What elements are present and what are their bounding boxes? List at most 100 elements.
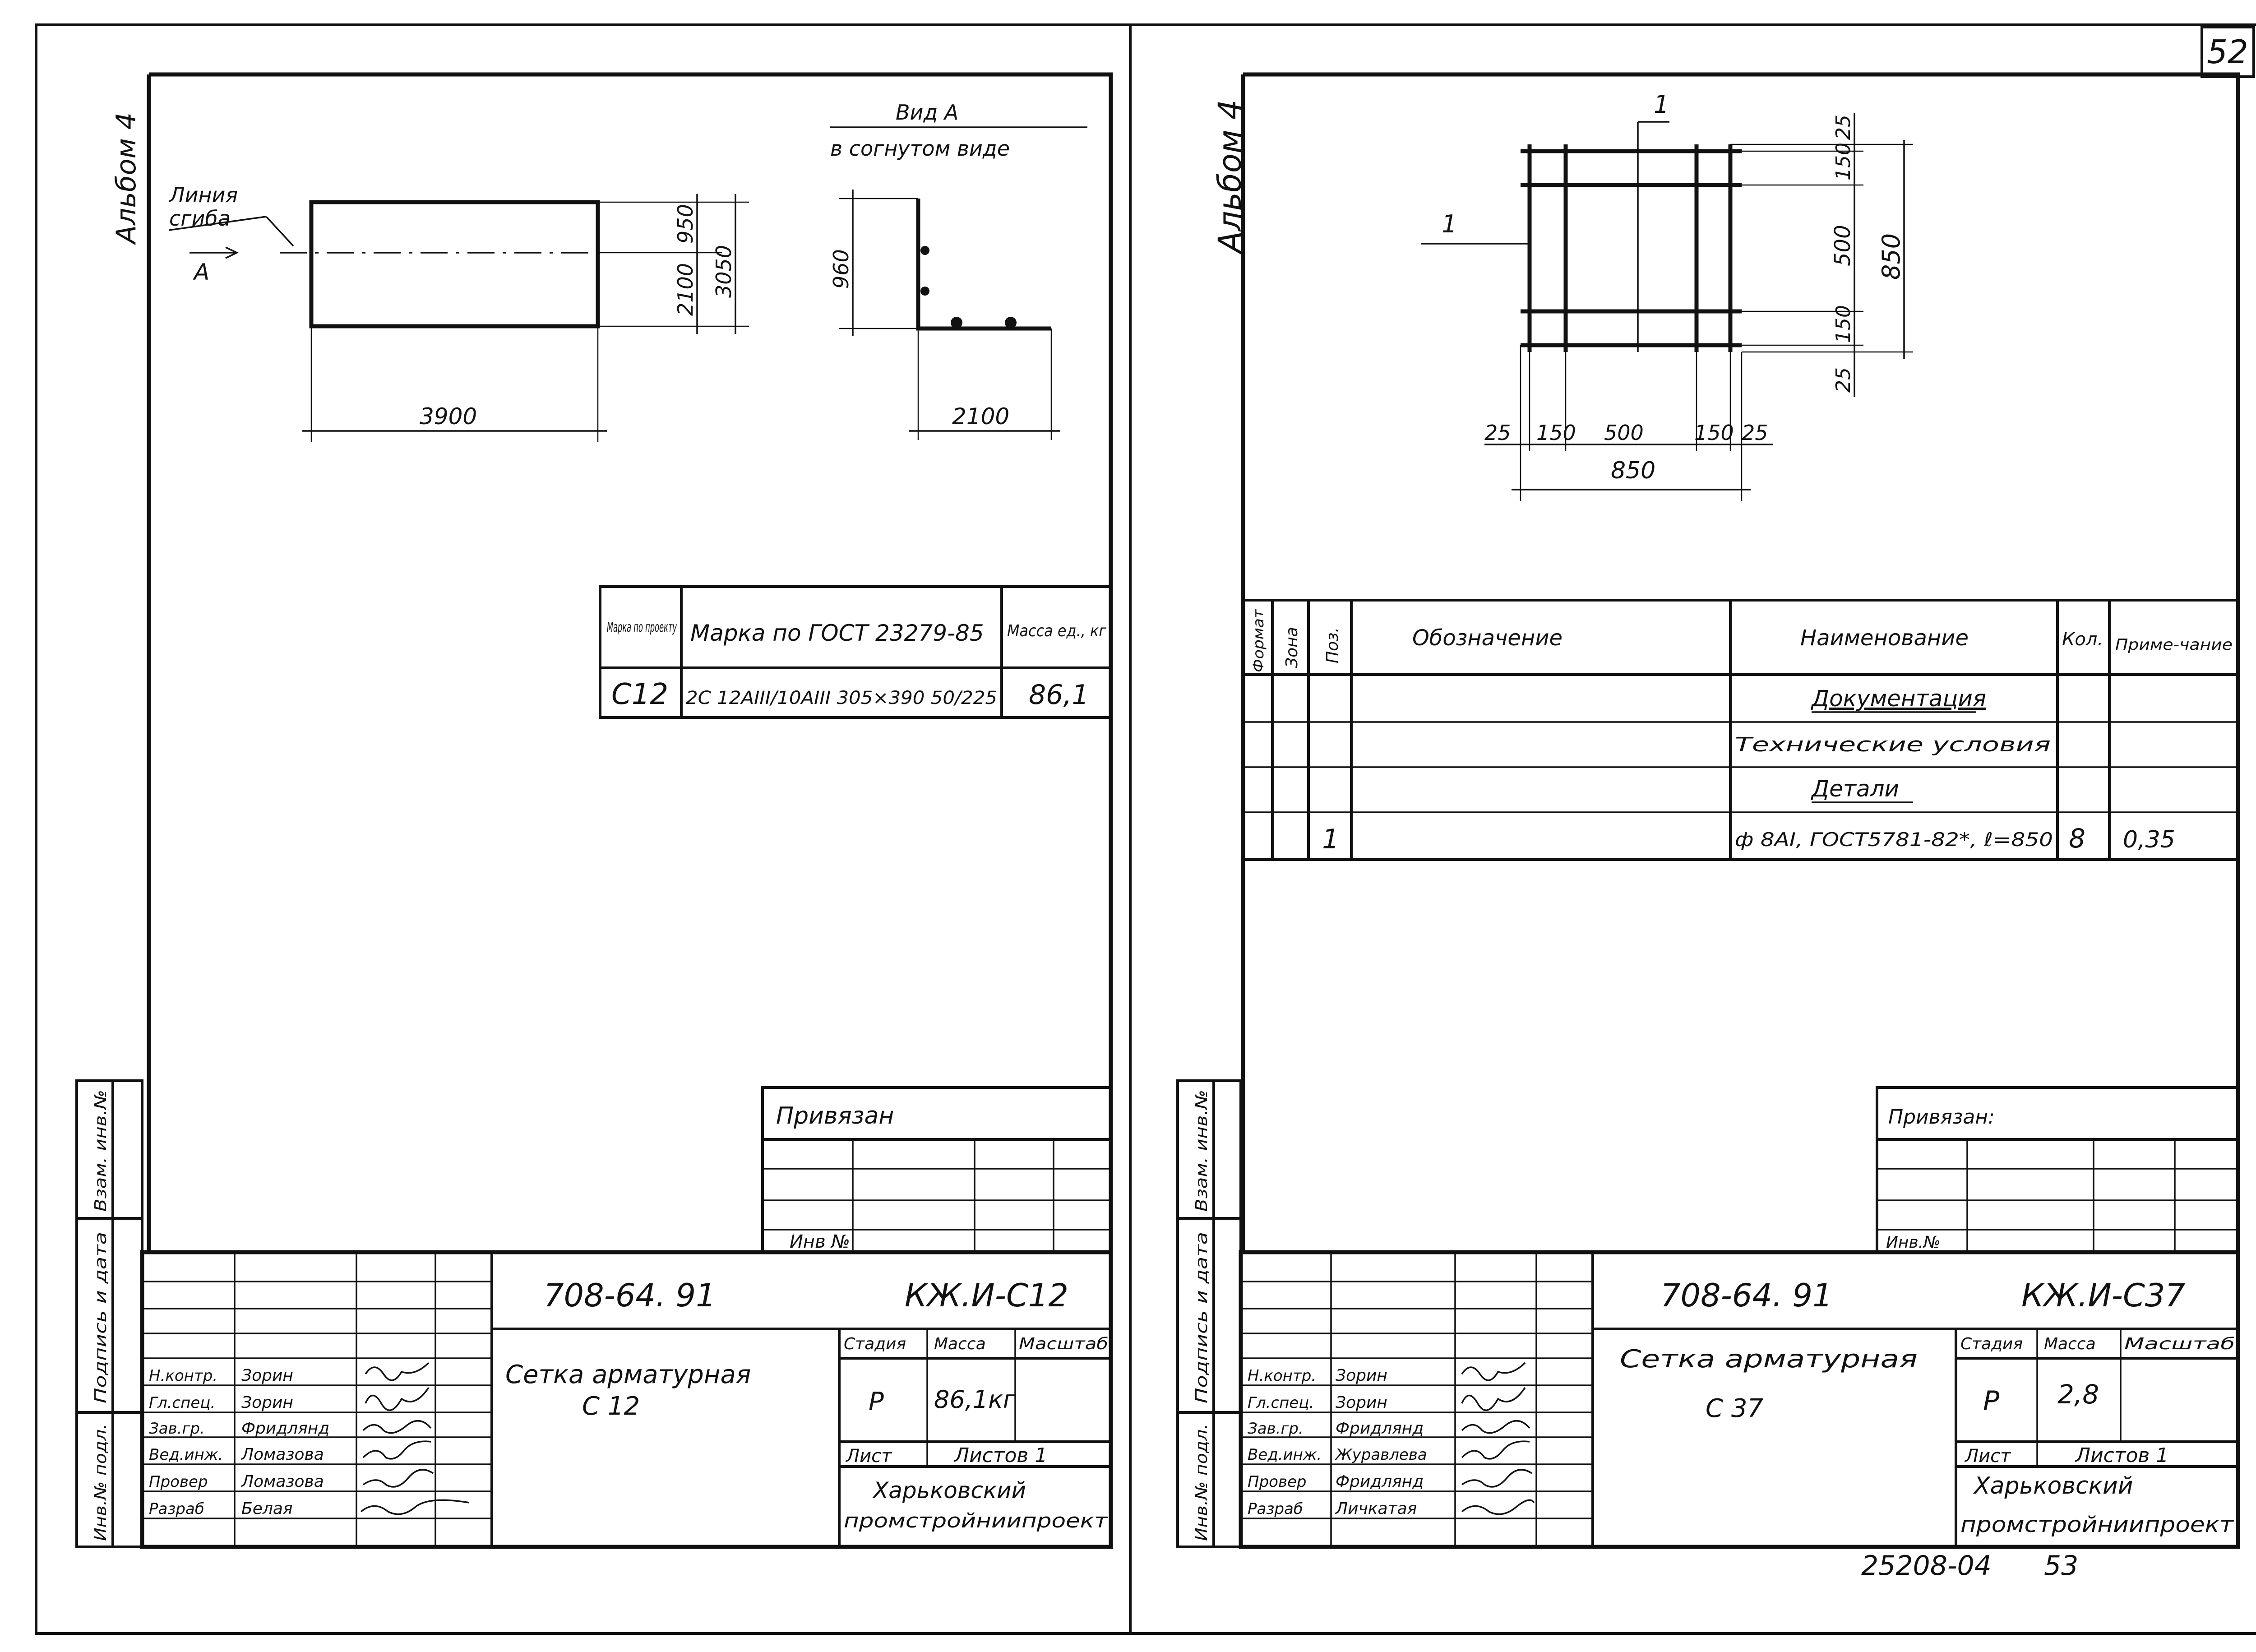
- page-number-box: [2201, 26, 2255, 78]
- left-side-stamp: Взам. инв.№ Подпись и дата Инв.№ подл.: [75, 1079, 143, 1548]
- title-name-2: С 12: [582, 1392, 640, 1421]
- mesh-rectangle: [309, 200, 600, 329]
- spec-h-format: Формат: [1250, 609, 1267, 672]
- attached-inv: Инв №: [790, 1231, 850, 1252]
- bdim-500: 500: [1604, 421, 1644, 445]
- mass-value: 86,1кг: [934, 1385, 1016, 1414]
- left-album-label: Альбом 4: [111, 112, 142, 245]
- rdim-850: 850: [1877, 233, 1905, 280]
- staff-role-3: Зав.гр.: [149, 1420, 205, 1438]
- mark-cell-mass: 86,1: [1029, 679, 1089, 711]
- r-staff-name-1: Зорин: [1336, 1366, 1387, 1385]
- right-sheet: Альбом 4 1 1 25 150 500 150 2: [1176, 72, 2240, 1582]
- r-staff-name-6: Личкатая: [1335, 1499, 1417, 1518]
- bend-leader: [169, 216, 267, 231]
- r-col-stage: Стадия: [1960, 1335, 2023, 1353]
- bend-label-2: сгиба: [169, 206, 231, 231]
- footer-code: 25208-04: [1861, 1550, 1992, 1582]
- r-signature-6: [1461, 1499, 1535, 1515]
- org-line-2: промстройниипроект: [844, 1509, 1109, 1532]
- spec-row4-note: 0,35: [2123, 826, 2175, 853]
- staff-name-5: Ломазова: [240, 1472, 324, 1491]
- title-code: 708-64. 91: [544, 1277, 716, 1314]
- mark-table: Марка по проекту Марка по ГОСТ 23279-85 …: [599, 585, 1112, 719]
- spec-h-pos: Поз.: [1323, 627, 1342, 663]
- spec-row3-name: Детали: [1811, 776, 1899, 802]
- r-title-sheet-code: КЖ.И-С37: [2021, 1277, 2185, 1314]
- staff-role-1: Н.контр.: [149, 1367, 217, 1385]
- bar-dot-2: [920, 287, 929, 296]
- mark-cell-gost: 2С 12АIII/10АIII 305×390 50/225: [686, 688, 997, 708]
- staff-name-2: Зорин: [241, 1393, 293, 1412]
- rdim-150b: 150: [1832, 305, 1855, 343]
- col-mass: Масса: [934, 1335, 986, 1353]
- bend-label-1: Линия: [168, 183, 238, 207]
- right-title-block: Н.контр. Зорин Гл.спец. Зорин Зав.гр. Фр…: [1239, 1250, 2240, 1549]
- side-stamp-3: Инв.№ подл.: [92, 1424, 110, 1541]
- bar-dot-3: [951, 317, 962, 329]
- rdim-25b: 25: [1832, 367, 1855, 393]
- outer-border: [35, 23, 2256, 1635]
- dim-960: 960: [829, 249, 853, 289]
- r-staff-role-3: Зав.гр.: [1248, 1420, 1304, 1438]
- spec-h-qty: Кол.: [2062, 629, 2103, 650]
- view-title-2: в согнутом виде: [830, 136, 1010, 161]
- attached-block: Привязан Инв №: [761, 1086, 1112, 1254]
- staff-role-5: Провер: [149, 1473, 208, 1491]
- r-staff-name-5: Фридлянд: [1336, 1472, 1424, 1491]
- dim-b2100: 2100: [952, 403, 1009, 430]
- right-attached-title: Привязан:: [1888, 1106, 1995, 1129]
- signature-4: [362, 1440, 431, 1460]
- r-title-name-1: Сетка арматурная: [1620, 1345, 1918, 1373]
- staff-name-4: Ломазова: [240, 1445, 324, 1464]
- r-title-name-2: С 37: [1706, 1394, 1764, 1423]
- left-title-block: Н.контр. Зорин Гл.спец. Зорин Зав.гр. Фр…: [140, 1250, 1113, 1549]
- bend-leader-2: [265, 216, 294, 247]
- r-signature-5: [1461, 1469, 1532, 1488]
- r-org-line-1: Харьковский: [1973, 1472, 2133, 1499]
- side-stamp-1: Взам. инв.№: [92, 1090, 110, 1212]
- title-name-1: Сетка арматурная: [505, 1360, 751, 1389]
- r-side-stamp-3: Инв.№ подл.: [1193, 1424, 1211, 1541]
- view-marker: А: [193, 259, 209, 285]
- signature-3: [362, 1420, 432, 1434]
- mark-header-mass: Масса ед., кг: [1007, 622, 1107, 640]
- spec-row2-name: Технические условия: [1735, 733, 2051, 756]
- r-staff-role-1: Н.контр.: [1248, 1367, 1316, 1385]
- title-sheet-code: КЖ.И-С12: [905, 1277, 1068, 1314]
- mark-header-project: Марка по проекту: [607, 620, 677, 635]
- right-inner-frame: [1239, 72, 2240, 1549]
- bdim-850: 850: [1611, 457, 1655, 484]
- stage-value: Р: [869, 1387, 884, 1416]
- bar-dot-4: [1005, 317, 1017, 329]
- r-side-stamp-1: Взам. инв.№: [1193, 1090, 1211, 1212]
- bdim-150a: 150: [1536, 421, 1576, 445]
- r-signature-1: [1461, 1362, 1526, 1381]
- left-sheet: Альбом 4 Линия сгиба А 950 2100 3050 390…: [75, 72, 1113, 1549]
- r-staff-role-5: Провер: [1248, 1473, 1307, 1491]
- signature-6: [360, 1499, 470, 1515]
- r-signature-4: [1461, 1440, 1530, 1460]
- col-stage: Стадия: [844, 1335, 906, 1353]
- staff-name-3: Фридлянд: [241, 1419, 329, 1438]
- spec-h-zone: Зона: [1283, 627, 1301, 668]
- page-number: 52: [2207, 33, 2248, 71]
- staff-name-1: Зорин: [241, 1366, 293, 1385]
- rdim-500: 500: [1830, 225, 1855, 266]
- staff-role-6: Разраб: [149, 1500, 204, 1518]
- spec-row1-name: Документация: [1811, 685, 1986, 712]
- dim-2100: 2100: [673, 263, 698, 316]
- mark-cell-project: С12: [611, 678, 668, 711]
- bar-dot-1: [920, 246, 929, 255]
- mark-header-gost: Марка по ГОСТ 23279-85: [690, 620, 984, 646]
- attached-title: Привязан: [776, 1102, 894, 1129]
- spec-h-name: Наименование: [1800, 625, 1969, 651]
- dim-3900: 3900: [420, 403, 477, 430]
- side-stamp-2: Подпись и дата: [92, 1232, 110, 1403]
- staff-name-6: Белая: [241, 1499, 293, 1518]
- spec-row4-name: ф 8АI, ГОСТ5781-82*, ℓ=850: [1735, 828, 2053, 851]
- bdim-25a: 25: [1484, 421, 1511, 445]
- mesh-plan: 1 1: [1421, 90, 1742, 352]
- r-stage-value: Р: [1983, 1385, 2000, 1417]
- left-inner-frame: [140, 72, 1113, 1549]
